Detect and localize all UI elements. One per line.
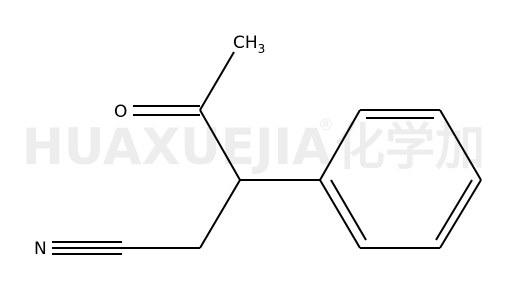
bond-methyl-carbonyl (199, 51, 235, 111)
bond-chiral-carbon-methylene (199, 179, 241, 249)
watermark-text: HUAXUEJIA (22, 118, 331, 176)
watermark-chinese-text: 化学加 (335, 118, 485, 176)
ring-bond-3 (439, 109, 482, 181)
methyl-label-subscript: 3 (258, 42, 266, 56)
ring-inner-double-1 (330, 179, 367, 241)
oxygen-label: O (114, 102, 127, 122)
bonds (52, 51, 482, 255)
methyl-label: CH3 (233, 33, 265, 56)
nitrogen-label: N (34, 239, 47, 259)
ring-bond-6 (319, 179, 361, 249)
watermark-registered-mark: ® (318, 115, 334, 134)
bond-carbonyl-chiral-carbon (199, 109, 241, 181)
methyl-label-text: CH (233, 33, 258, 53)
ring-bond-1 (319, 109, 361, 181)
phenyl-ring (319, 109, 482, 249)
ring-bond-4 (439, 179, 482, 249)
ring-inner-double-3 (435, 179, 473, 241)
watermark: HUAXUEJIA ® 化学加 (22, 115, 485, 176)
atom-labels: CH3 O N (34, 33, 265, 259)
